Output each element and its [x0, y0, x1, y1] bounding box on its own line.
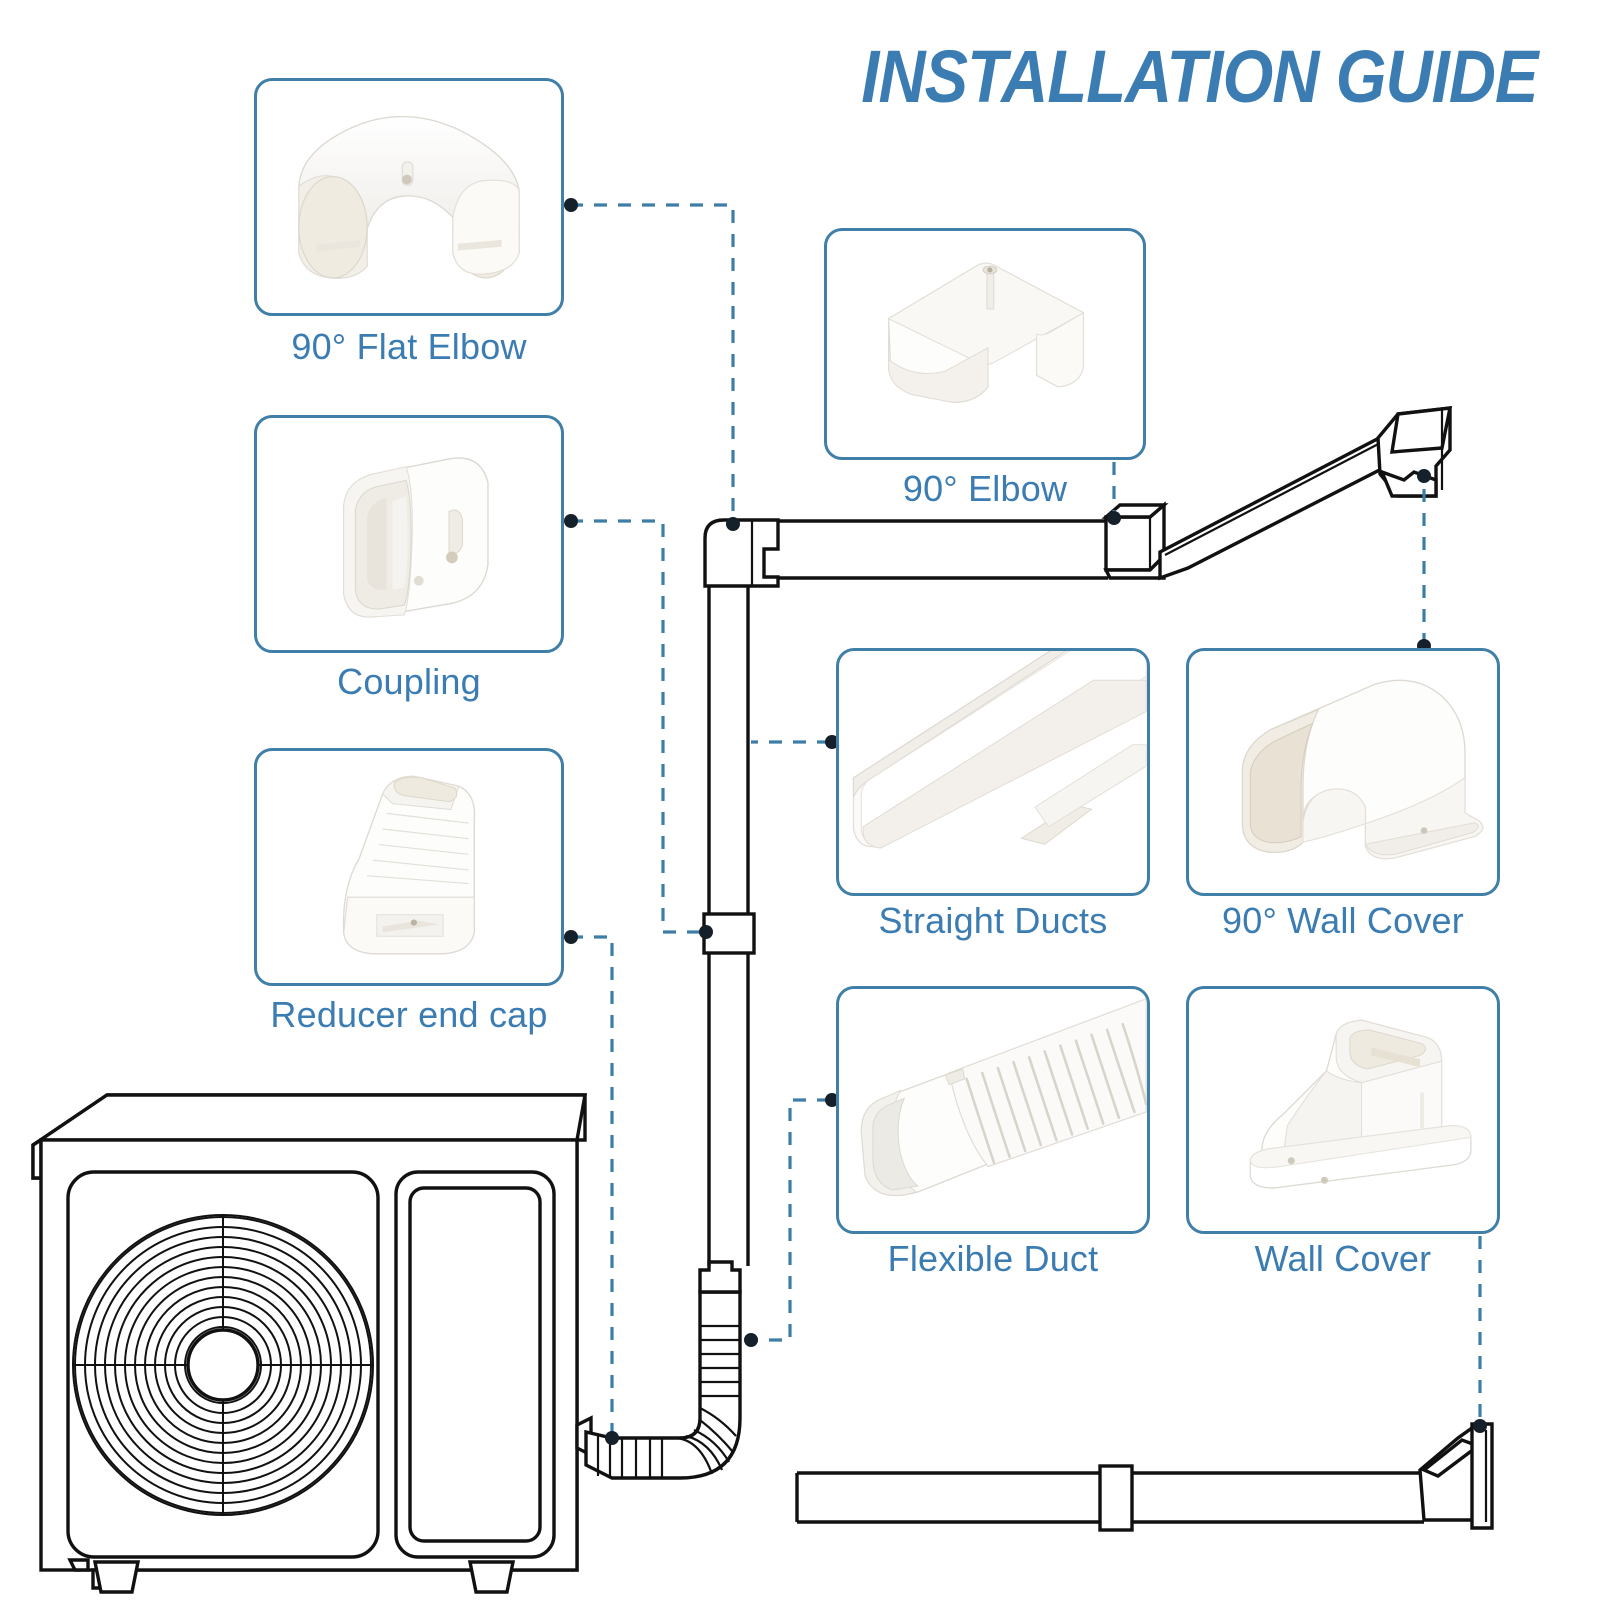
card-label-straight-ducts: Straight Ducts	[878, 900, 1108, 941]
card-label-elbow: 90° Elbow	[902, 468, 1068, 509]
product-card-wall-cover-90[interactable]	[1186, 648, 1500, 896]
card-label-flexible-duct: Flexible Duct	[887, 1238, 1099, 1279]
product-card-straight-ducts[interactable]	[836, 648, 1150, 896]
card-label-wall-cover-90: 90° Wall Cover	[1222, 900, 1464, 941]
wall-cover-icon	[1189, 989, 1497, 1231]
coupling-icon	[257, 418, 561, 650]
lower-horizontal-duct	[795, 1464, 1424, 1532]
product-card-coupling[interactable]	[254, 415, 564, 653]
product-card-reducer-end-cap[interactable]	[254, 748, 564, 986]
upper-horizontal-duct	[778, 519, 1108, 580]
product-card-elbow[interactable]	[824, 228, 1146, 460]
reducer-end-cap-icon	[257, 751, 561, 983]
lower-wall-cover-joint	[1418, 1422, 1494, 1530]
flat-elbow-icon	[257, 81, 561, 313]
leader-lines	[564, 198, 1487, 1445]
outdoor-condenser-unit	[31, 1093, 593, 1594]
fan-grille	[72, 1214, 374, 1516]
card-label-flat-elbow: 90° Flat Elbow	[291, 326, 527, 367]
flexible-duct-icon	[839, 989, 1147, 1231]
upper-flat-elbow-joint	[703, 518, 780, 588]
product-card-flat-elbow[interactable]	[254, 78, 564, 316]
straight-duct-icon	[839, 651, 1147, 893]
card-label-wall-cover: Wall Cover	[1254, 1238, 1432, 1279]
product-card-wall-cover[interactable]	[1186, 986, 1500, 1234]
page-title: INSTALLATION GUIDE	[861, 35, 1539, 118]
flexible-duct-run	[584, 1260, 742, 1480]
elbow-icon	[827, 231, 1143, 457]
card-label-reducer-end-cap: Reducer end cap	[270, 994, 548, 1035]
wall-cover-90-icon	[1189, 651, 1497, 893]
upper-wall-cover-joint	[1376, 406, 1453, 498]
product-card-flexible-duct[interactable]	[836, 986, 1150, 1234]
angled-duct-run	[1158, 417, 1405, 581]
card-label-coupling: Coupling	[337, 661, 481, 702]
